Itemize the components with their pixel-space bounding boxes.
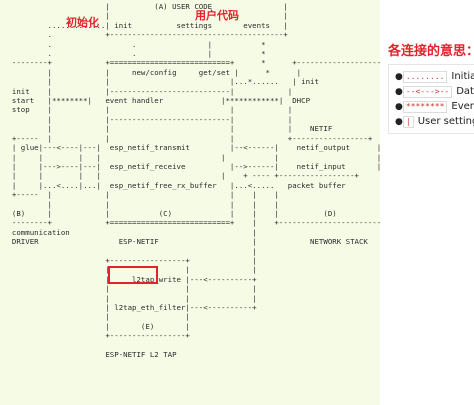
legend-label: Data packets (456, 86, 474, 97)
legend-panel: 各连接的意思： ● ........ Initialization line ●… (380, 0, 474, 405)
annotation-init: 初始化 (66, 16, 99, 29)
bullet-icon: ● (395, 101, 403, 112)
legend-item-events: ● ******** Events aggregated (395, 99, 474, 114)
diagram-panel: | (A) USER CODE | | | .............| ini… (0, 0, 408, 405)
legend-label: User settings and runtime configuration (417, 116, 474, 127)
esp-netif-ascii-diagram: | (A) USER CODE | | | .............| ini… (11, 2, 408, 360)
annotation-user-code: 用户代码 (195, 9, 239, 22)
legend-item-data: ● --<--->-- Data packets (395, 84, 474, 99)
legend-swatch: --<--->-- (402, 85, 453, 98)
bullet-icon: ● (395, 86, 403, 97)
legend-swatch: ........ (402, 70, 448, 83)
esp-netif-highlight-box (108, 266, 158, 284)
bullet-icon: ● (395, 71, 403, 82)
legend-label: Initialization line (451, 71, 474, 82)
bullet-icon: ● (395, 116, 403, 127)
legend-item-user-settings: ● | User settings and runtime configurat… (395, 114, 474, 129)
legend-swatch: ******** (402, 100, 448, 113)
legend-item-initialization: ● ........ Initialization line (395, 69, 474, 84)
legend-list: ● ........ Initialization line ● --<--->… (388, 64, 474, 134)
legend-title: 各连接的意思： (388, 44, 474, 59)
legend-swatch: | (402, 115, 414, 128)
legend-label: Events aggregated (451, 101, 474, 112)
